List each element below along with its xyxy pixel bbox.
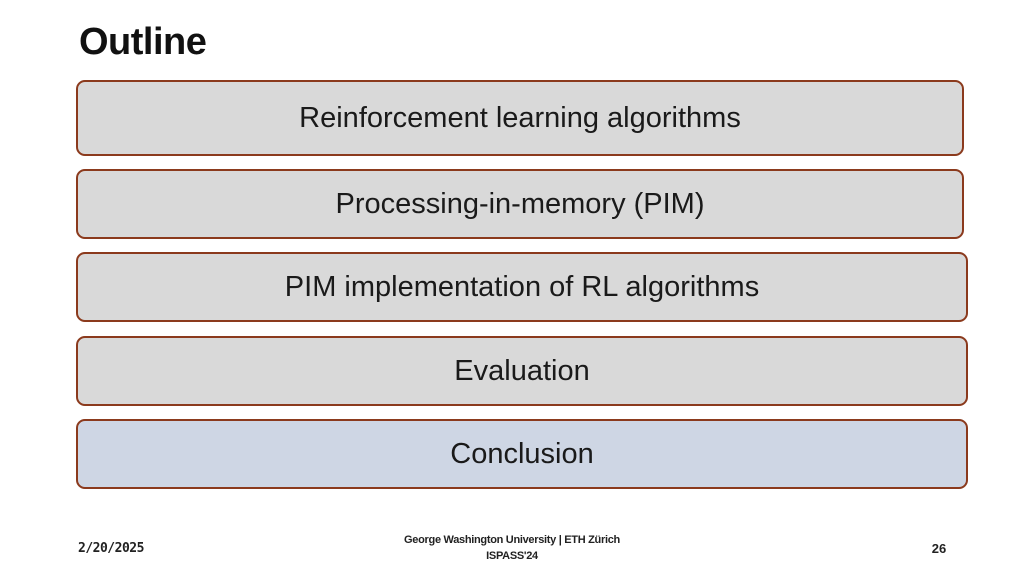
footer-venue: ISPASS'24 [486,549,538,562]
outline-item-label: Evaluation [454,354,590,387]
outline-item-evaluation: Evaluation [76,336,968,406]
footer-affiliation-block: George Washington University | ETH Züric… [392,533,632,565]
outline-item-reinforcement-learning: Reinforcement learning algorithms [76,80,964,156]
footer-affiliation: George Washington University | ETH Züric… [404,534,620,546]
outline-item-label: PIM implementation of RL algorithms [284,270,760,303]
outline-item-label: Conclusion [450,437,594,470]
outline-item-label: Reinforcement learning algorithms [299,101,741,134]
outline-item-label: Processing-in-memory (PIM) [335,187,705,220]
page-number: 26 [931,541,947,556]
outline-item-conclusion: Conclusion [76,419,968,489]
outline-item-pim-implementation: PIM implementation of RL algorithms [76,252,968,322]
slide-title: Outline [79,21,207,63]
footer-date: 2/20/2025 [78,541,144,556]
outline-item-processing-in-memory: Processing-in-memory (PIM) [76,169,964,239]
